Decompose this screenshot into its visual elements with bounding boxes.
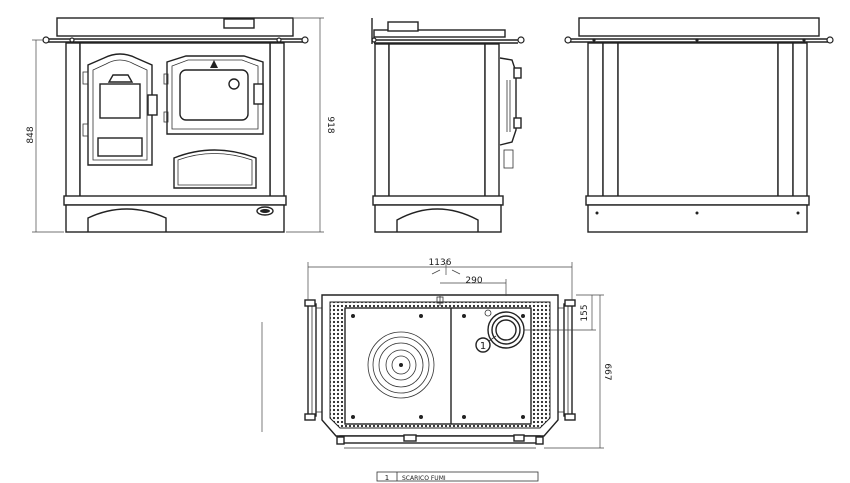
side-view	[371, 18, 525, 233]
callout-number: 1	[480, 341, 486, 352]
dim-height-front: 848	[26, 126, 36, 143]
dim-flue-offset-y: 155	[580, 304, 590, 321]
dim-depth: 667	[602, 363, 612, 380]
top-dimensions: 1136 290 155 667	[307, 258, 612, 449]
front-view	[42, 17, 309, 233]
dim-width-total: 1136	[429, 258, 452, 268]
legend-box: 1 SCARICO FUMI	[376, 471, 539, 482]
dim-height-total: 918	[325, 116, 335, 133]
legend-number: 1	[385, 474, 389, 482]
top-view	[261, 294, 576, 449]
dim-flue-offset-x: 290	[465, 276, 482, 286]
legend-text: SCARICO FUMI	[402, 475, 446, 482]
rear-view	[564, 17, 834, 233]
flue-callout: 1	[475, 335, 497, 353]
front-dimensions: 848 918	[26, 17, 335, 233]
